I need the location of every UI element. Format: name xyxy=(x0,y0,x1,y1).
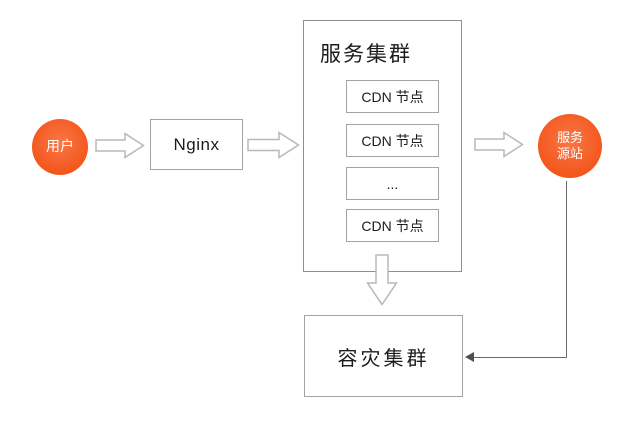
cdn-node-box: CDN 节点 xyxy=(346,80,439,113)
right-arrow-icon xyxy=(247,131,300,159)
disaster-recovery-node: 容灾集群 xyxy=(304,315,463,397)
origin-node-label-line1: 服务 xyxy=(556,129,583,145)
feedback-line-vertical xyxy=(566,181,567,357)
cdn-node-label: CDN 节点 xyxy=(361,132,424,149)
right-arrow-icon xyxy=(474,131,524,158)
origin-node: 服务 源站 xyxy=(538,114,602,178)
right-arrow-icon xyxy=(95,132,145,159)
cdn-node-label: CDN 节点 xyxy=(361,88,424,105)
nginx-node-label: Nginx xyxy=(173,134,220,154)
cdn-node-ellipsis-box: ... xyxy=(346,167,439,200)
cdn-node-label: CDN 节点 xyxy=(361,217,424,234)
service-cluster-node: 服务集群 CDN 节点 CDN 节点 ... CDN 节点 xyxy=(303,20,462,272)
service-cluster-title: 服务集群 xyxy=(320,43,412,66)
cdn-node-ellipsis-label: ... xyxy=(386,175,399,192)
cdn-node-box: CDN 节点 xyxy=(346,209,439,242)
disaster-recovery-label: 容灾集群 xyxy=(337,347,430,370)
feedback-arrowhead-icon xyxy=(465,352,474,362)
nginx-node: Nginx xyxy=(150,119,243,170)
cdn-node-box: CDN 节点 xyxy=(346,124,439,157)
origin-node-label-line2: 源站 xyxy=(556,146,583,161)
user-node: 用户 xyxy=(32,119,88,175)
feedback-line-horizontal xyxy=(473,357,567,358)
down-arrow-icon xyxy=(366,254,398,306)
user-node-label: 用户 xyxy=(46,138,74,155)
